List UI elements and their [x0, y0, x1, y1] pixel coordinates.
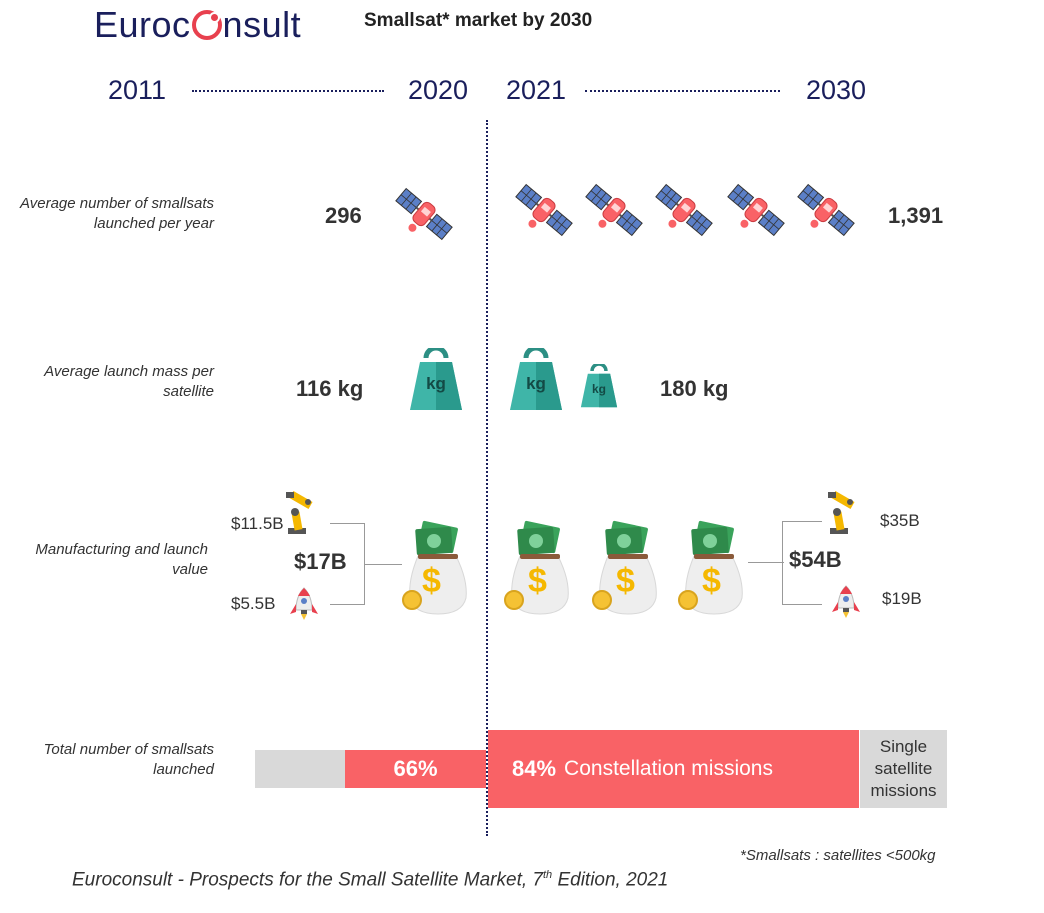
manufacturing-2011-2020-value: $11.5B	[231, 514, 284, 533]
satellite-icon	[512, 180, 576, 244]
robot-arm-icon	[828, 491, 855, 534]
logo-text-b: nsult	[222, 4, 302, 45]
logo-o-icon	[191, 10, 222, 40]
source-suffix: Edition, 2021	[552, 869, 669, 891]
bracket-line	[782, 521, 822, 522]
dollar-sign: $	[702, 562, 721, 600]
logo-text-a: Euroc	[94, 4, 191, 45]
value-2021-2030-total: $54B	[789, 547, 842, 572]
row-label-value: Manufacturing and launch value	[35, 541, 208, 578]
satellite-icon	[652, 180, 716, 244]
source-sup: th	[542, 869, 553, 881]
money-bag-icon: $	[502, 502, 574, 622]
row-label-mass: Average launch mass per satellite	[44, 363, 214, 400]
launch-2011-2020-value: $5.5B	[231, 594, 276, 613]
page-title: Smallsat* market by 2030	[364, 10, 593, 31]
constellation-label: Constellation missions	[564, 757, 773, 780]
money-bag-icon: $	[400, 502, 472, 622]
row-label-launched: Average number of smallsats launched per…	[20, 195, 214, 232]
weight-icon: kg	[506, 348, 566, 414]
launched-2011-2020-value: 296	[325, 203, 362, 228]
euroconsult-logo: Euroc nsult	[94, 4, 301, 46]
dollar-sign: $	[422, 562, 441, 600]
launch-2021-2030-value: $19B	[882, 589, 922, 608]
year-2021: 2021	[506, 75, 567, 105]
single-missions-label: Single satellite missions	[870, 737, 937, 800]
year-2030: 2030	[806, 75, 867, 105]
bracket-line	[330, 604, 364, 605]
source-citation: Euroconsult - Prospects for the Small Sa…	[72, 869, 668, 891]
footnote: *Smallsats : satellites <500kg	[740, 847, 936, 864]
mass-2021-2030-value: 180 kg	[660, 376, 729, 401]
rocket-icon	[289, 587, 319, 621]
rocket-icon	[831, 585, 861, 619]
dollar-sign: $	[616, 562, 635, 600]
money-bag-icon: $	[590, 502, 662, 622]
bar-constellation-2021-2030: 84% Constellation missions	[488, 730, 859, 808]
weight-icon-label: kg	[591, 382, 606, 396]
timeline-dots-right	[585, 90, 780, 92]
percent-2021-2030: 84%	[512, 756, 557, 781]
period-divider	[486, 120, 488, 836]
bar-other-2011-2020	[255, 750, 345, 788]
weight-icon-label: kg	[526, 374, 546, 393]
row-label-total: Total number of smallsats launched	[43, 741, 214, 778]
launched-2021-2030-value: 1,391	[888, 203, 944, 228]
satellite-icon	[724, 180, 788, 244]
timeline-dots-left	[192, 90, 384, 92]
bar-single-2021-2030: Single satellite missions	[860, 730, 947, 808]
robot-arm-icon	[286, 491, 313, 534]
satellite-icon	[794, 180, 858, 244]
money-bag-icon: $	[676, 502, 748, 622]
satellite-icon	[582, 180, 646, 244]
bracket-line	[364, 564, 402, 565]
bracket-line	[748, 562, 784, 563]
weight-icon-label: kg	[426, 374, 446, 393]
source-prefix: Euroconsult - Prospects for the Small Sa…	[72, 869, 543, 891]
bracket-line	[330, 523, 364, 524]
manufacturing-2021-2030-value: $35B	[880, 511, 920, 530]
value-2011-2020-total: $17B	[294, 549, 347, 574]
weight-icon: kg	[406, 348, 466, 414]
bracket-line	[782, 604, 822, 605]
dollar-sign: $	[528, 562, 547, 600]
bracket-line	[782, 521, 783, 605]
year-2011: 2011	[108, 75, 167, 105]
year-2020: 2020	[408, 75, 469, 105]
satellite-icon	[392, 184, 456, 248]
weight-icon-small: kg	[578, 362, 620, 410]
bar-constellation-2011-2020: 66%	[345, 750, 486, 788]
mass-2011-2020-value: 116 kg	[296, 376, 364, 401]
percent-2011-2020: 66%	[393, 756, 438, 781]
